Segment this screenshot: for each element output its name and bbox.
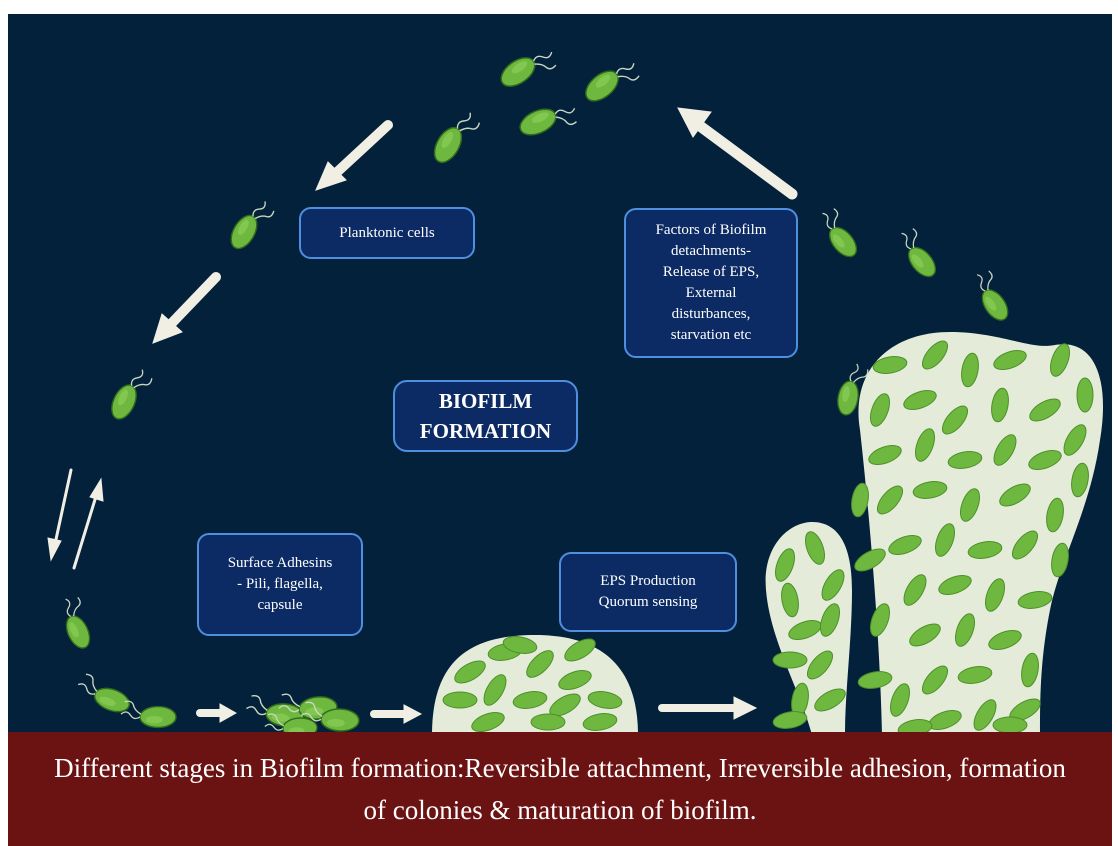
biofilm-formation-title: BIOFILM FORMATION bbox=[393, 380, 578, 452]
arrow-step-3 bbox=[658, 696, 758, 720]
colony-cell-icon bbox=[772, 651, 808, 669]
bacterium-icon bbox=[72, 671, 136, 717]
arrow-step-1 bbox=[196, 703, 238, 723]
colony-cell-icon bbox=[530, 713, 566, 731]
bacterium-icon bbox=[428, 104, 483, 171]
detachment-factors-label: Factors of Biofilm detachments- Release … bbox=[624, 208, 798, 358]
colony-cell-icon bbox=[992, 716, 1028, 732]
colony-cell-icon bbox=[1076, 377, 1094, 413]
bacterium-icon bbox=[53, 593, 100, 653]
bacterium-icon bbox=[966, 267, 1018, 326]
surface-adhesins-label: Surface Adhesins - Pili, flagella, capsu… bbox=[197, 533, 363, 636]
bacterium-icon bbox=[579, 51, 644, 112]
arrow-step-2 bbox=[370, 704, 423, 724]
bacterium-icon bbox=[225, 193, 277, 257]
arrow-reversible-up bbox=[72, 477, 104, 570]
arrow-to-planktonic bbox=[315, 120, 393, 191]
arrow-reversible-down bbox=[47, 468, 73, 562]
colony-cell-icon bbox=[442, 691, 478, 709]
cycle-arrows bbox=[47, 107, 798, 724]
arrow-descending bbox=[152, 272, 221, 344]
colony-mound bbox=[432, 635, 638, 732]
figure-caption: Different stages in Biofilm formation:Re… bbox=[8, 732, 1112, 846]
bacterium-icon bbox=[891, 224, 946, 283]
eps-quorum-label: EPS Production Quorum sensing bbox=[559, 552, 737, 632]
bacterium-icon bbox=[812, 204, 867, 263]
bacterium-icon bbox=[106, 363, 155, 426]
arrow-detachment-up bbox=[677, 107, 798, 200]
bacterium-icon bbox=[515, 94, 582, 146]
bacterium-icon bbox=[495, 39, 561, 98]
colony-cell-icon bbox=[848, 481, 872, 519]
colony-cell-icon bbox=[771, 708, 809, 732]
planktonic-cells-label: Planktonic cells bbox=[299, 207, 475, 259]
